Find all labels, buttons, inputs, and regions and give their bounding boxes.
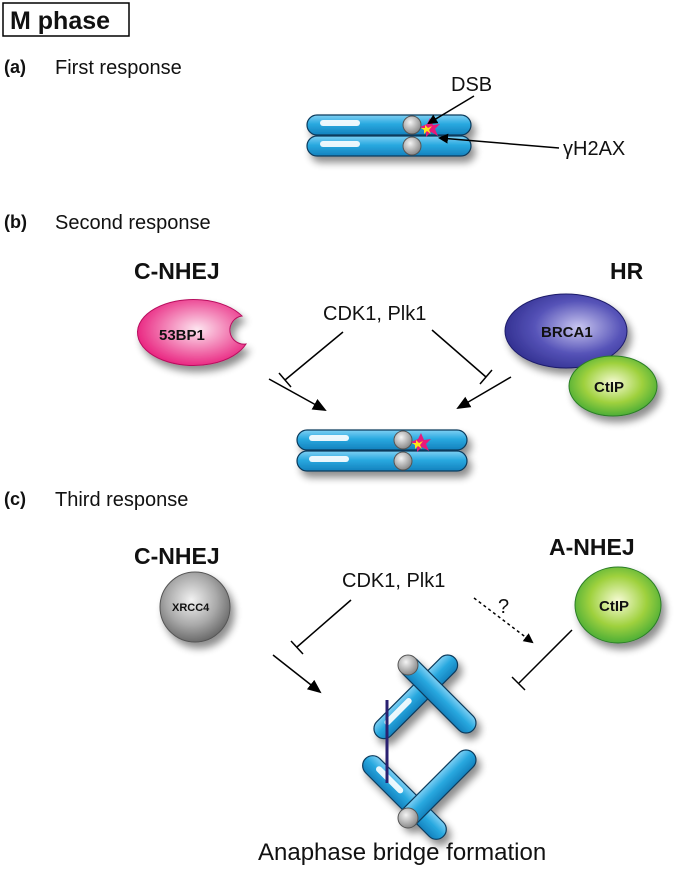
panel-c-anhej-label: A-NHEJ [549,534,635,560]
panel-b-centromere-top [393,430,413,450]
anaphase-caption: Anaphase bridge formation [258,839,546,866]
panel-b-inhibition-left [278,331,344,388]
panel-b-heading: Second response [55,212,211,234]
panel-a-chromosome [306,114,472,157]
anaphase-centromere-bottom [397,807,419,829]
panel-b-cnhej-label: C-NHEJ [134,258,220,284]
protein-53bp1-label: 53BP1 [159,327,205,344]
panel-a-gh2ax-label: γH2AX [563,138,625,160]
panel-b-inhibition-right [431,329,493,385]
protein-53bp1 [137,299,248,367]
panel-b-chromosome [296,429,468,472]
panel-c-inhibition-right [511,629,573,691]
panel-c-arrow-left [272,654,322,694]
panel-a-dsb-mark [421,125,432,134]
protein-ctip-c [574,566,662,644]
panel-c-label: (c) [4,489,26,509]
panel-a-centromere-top [402,115,422,135]
anaphase-centromere-top [397,654,419,676]
panel-c-cnhej-label: C-NHEJ [134,543,220,569]
panel-b-centromere-bottom [393,451,413,471]
panel-b-label: (b) [4,212,27,232]
protein-ctip-b-label: CtIP [594,379,624,396]
panel-b-hr-label: HR [610,258,644,284]
title: M phase [10,7,110,35]
panel-b-arrow-left [268,378,327,411]
protein-brca1 [504,293,628,369]
panel-c-kinases: CDK1, Plk1 [342,570,445,592]
anaphase-chromosomes [362,654,477,840]
panel-a-gh2ax-arrow [438,133,560,149]
panel-a-centromere-bottom [402,136,422,156]
title-box [2,2,130,37]
panel-c-dashed-arrow [473,597,534,644]
protein-brca1-label: BRCA1 [541,324,593,341]
protein-ctip-b [568,355,658,417]
panel-a-label: (a) [4,57,26,77]
panel-b-arrow-right [456,376,512,410]
panel-a-dsb-arrow [427,95,475,125]
panel-a-heading: First response [55,57,182,79]
protein-xrcc4-label: XRCC4 [172,602,210,614]
panel-c-inhibition-left [290,599,352,655]
panel-b-dsb-mark [412,440,423,449]
panel-c-question: ? [498,596,509,618]
protein-xrcc4 [159,571,231,643]
protein-ctip-c-label: CtIP [599,598,629,615]
panel-b-kinases: CDK1, Plk1 [323,303,426,325]
panel-a-dsb-label: DSB [451,74,492,96]
panel-c-heading: Third response [55,489,188,511]
